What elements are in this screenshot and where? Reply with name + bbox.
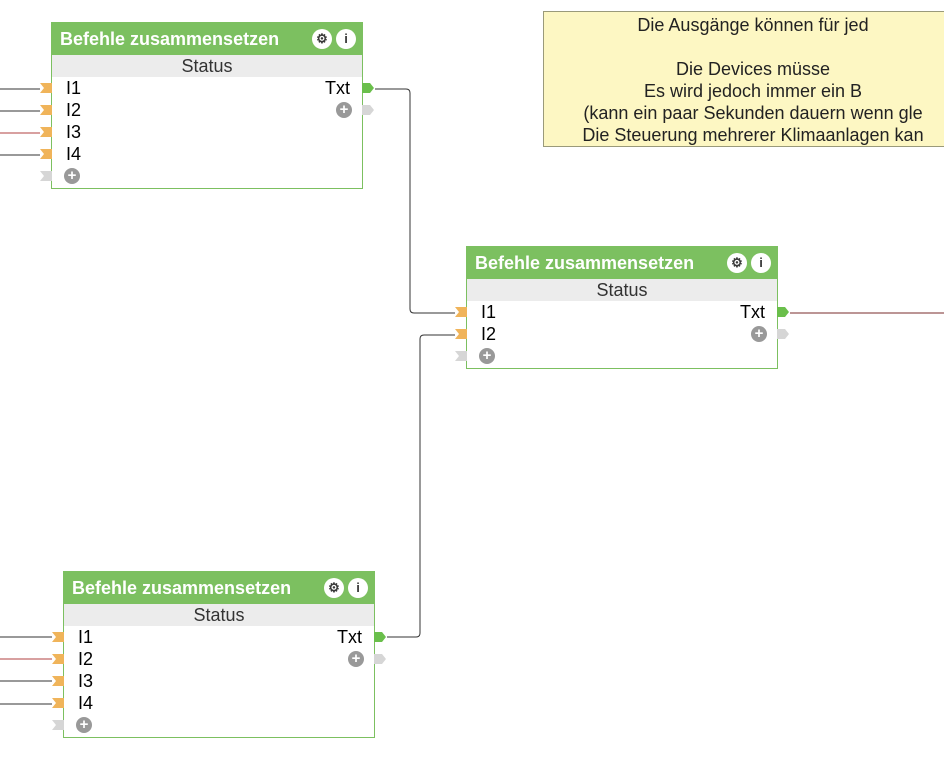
block-subtitle: Status xyxy=(64,604,374,626)
output-port[interactable] xyxy=(777,307,789,317)
add-output-plus-icon[interactable]: + xyxy=(336,102,352,118)
input-row: I2 + xyxy=(40,99,374,121)
add-input-row: + xyxy=(40,165,362,187)
output-port-empty[interactable] xyxy=(777,329,789,339)
gear-icon[interactable]: ⚙ xyxy=(312,29,332,49)
input-label: I4 xyxy=(78,693,94,713)
input-label: I1 xyxy=(66,78,82,98)
gear-icon[interactable]: ⚙ xyxy=(727,253,747,273)
block-subtitle: Status xyxy=(52,55,362,77)
output-label: Txt xyxy=(325,78,350,98)
input-port-empty[interactable] xyxy=(52,720,64,730)
block-subtitle: Status xyxy=(467,279,777,301)
note-line: Die Devices müsse xyxy=(675,59,831,79)
output-port-empty[interactable] xyxy=(374,654,386,664)
input-port[interactable] xyxy=(40,105,52,115)
logic-block-2[interactable]: Befehle zusammensetzen ⚙ i Status I1 Txt… xyxy=(455,246,789,369)
input-port[interactable] xyxy=(52,654,64,664)
note-line xyxy=(544,36,944,58)
input-label: I2 xyxy=(78,649,94,669)
block-header[interactable]: Befehle zusammensetzen ⚙ i xyxy=(467,247,777,279)
input-port[interactable] xyxy=(40,127,52,137)
input-port[interactable] xyxy=(455,307,467,317)
input-label: I2 xyxy=(481,324,497,344)
gear-icon[interactable]: ⚙ xyxy=(324,578,344,598)
logic-block-3[interactable]: Befehle zusammensetzen ⚙ i Status I1 Txt… xyxy=(52,571,386,738)
comment-note[interactable]: Die Ausgänge können für jed Die Devices … xyxy=(543,11,944,147)
add-output-plus-icon[interactable]: + xyxy=(348,651,364,667)
add-input-plus-icon[interactable]: + xyxy=(479,348,495,364)
logic-block-1[interactable]: Befehle zusammensetzen ⚙ i Status I1 Txt… xyxy=(40,22,374,189)
input-label: I3 xyxy=(66,122,82,142)
input-port[interactable] xyxy=(40,149,52,159)
input-port[interactable] xyxy=(52,698,64,708)
input-label: I1 xyxy=(78,627,94,647)
add-input-plus-icon[interactable]: + xyxy=(76,717,92,733)
input-port-empty[interactable] xyxy=(40,171,52,181)
block-header[interactable]: Befehle zusammensetzen ⚙ i xyxy=(52,23,362,55)
note-line: Es wird jedoch immer ein B xyxy=(643,81,863,101)
add-output-plus-icon[interactable]: + xyxy=(751,326,767,342)
output-port-empty[interactable] xyxy=(362,105,374,115)
input-port[interactable] xyxy=(52,632,64,642)
input-row: I4 xyxy=(52,692,374,714)
wire-b3-to-b2 xyxy=(387,334,455,638)
note-line: Die Ausgänge können für jed xyxy=(637,15,869,35)
input-label: I1 xyxy=(481,302,497,322)
input-row: I3 xyxy=(40,121,362,143)
note-line: Die Steuerung mehrerer Klimaanlagen kan xyxy=(582,125,924,145)
input-row: I3 xyxy=(52,670,374,692)
output-label: Txt xyxy=(740,302,765,322)
input-label: I4 xyxy=(66,144,82,164)
note-line: (kann ein paar Sekunden dauern wenn gle xyxy=(583,103,923,123)
block-title: Befehle zusammensetzen xyxy=(60,29,280,49)
input-row: I1 Txt xyxy=(40,77,374,99)
block-title: Befehle zusammensetzen xyxy=(72,578,292,598)
input-row: I4 xyxy=(40,143,362,165)
add-input-row: + xyxy=(52,714,374,736)
input-label: I2 xyxy=(66,100,82,120)
add-input-row: + xyxy=(455,345,777,367)
wire-b1-to-b2 xyxy=(375,88,455,314)
info-icon[interactable]: i xyxy=(751,253,771,273)
block-title: Befehle zusammensetzen xyxy=(475,253,695,273)
input-row: I2 + xyxy=(455,323,789,345)
input-label: I3 xyxy=(78,671,94,691)
input-port[interactable] xyxy=(455,329,467,339)
output-port[interactable] xyxy=(362,83,374,93)
input-port[interactable] xyxy=(52,676,64,686)
block-header[interactable]: Befehle zusammensetzen ⚙ i xyxy=(64,572,374,604)
info-icon[interactable]: i xyxy=(348,578,368,598)
output-label: Txt xyxy=(337,627,362,647)
info-icon[interactable]: i xyxy=(336,29,356,49)
input-row: I2 + xyxy=(52,648,386,670)
input-row: I1 Txt xyxy=(52,626,386,648)
input-row: I1 Txt xyxy=(455,301,789,323)
add-input-plus-icon[interactable]: + xyxy=(64,168,80,184)
input-port[interactable] xyxy=(40,83,52,93)
output-port[interactable] xyxy=(374,632,386,642)
input-port-empty[interactable] xyxy=(455,351,467,361)
